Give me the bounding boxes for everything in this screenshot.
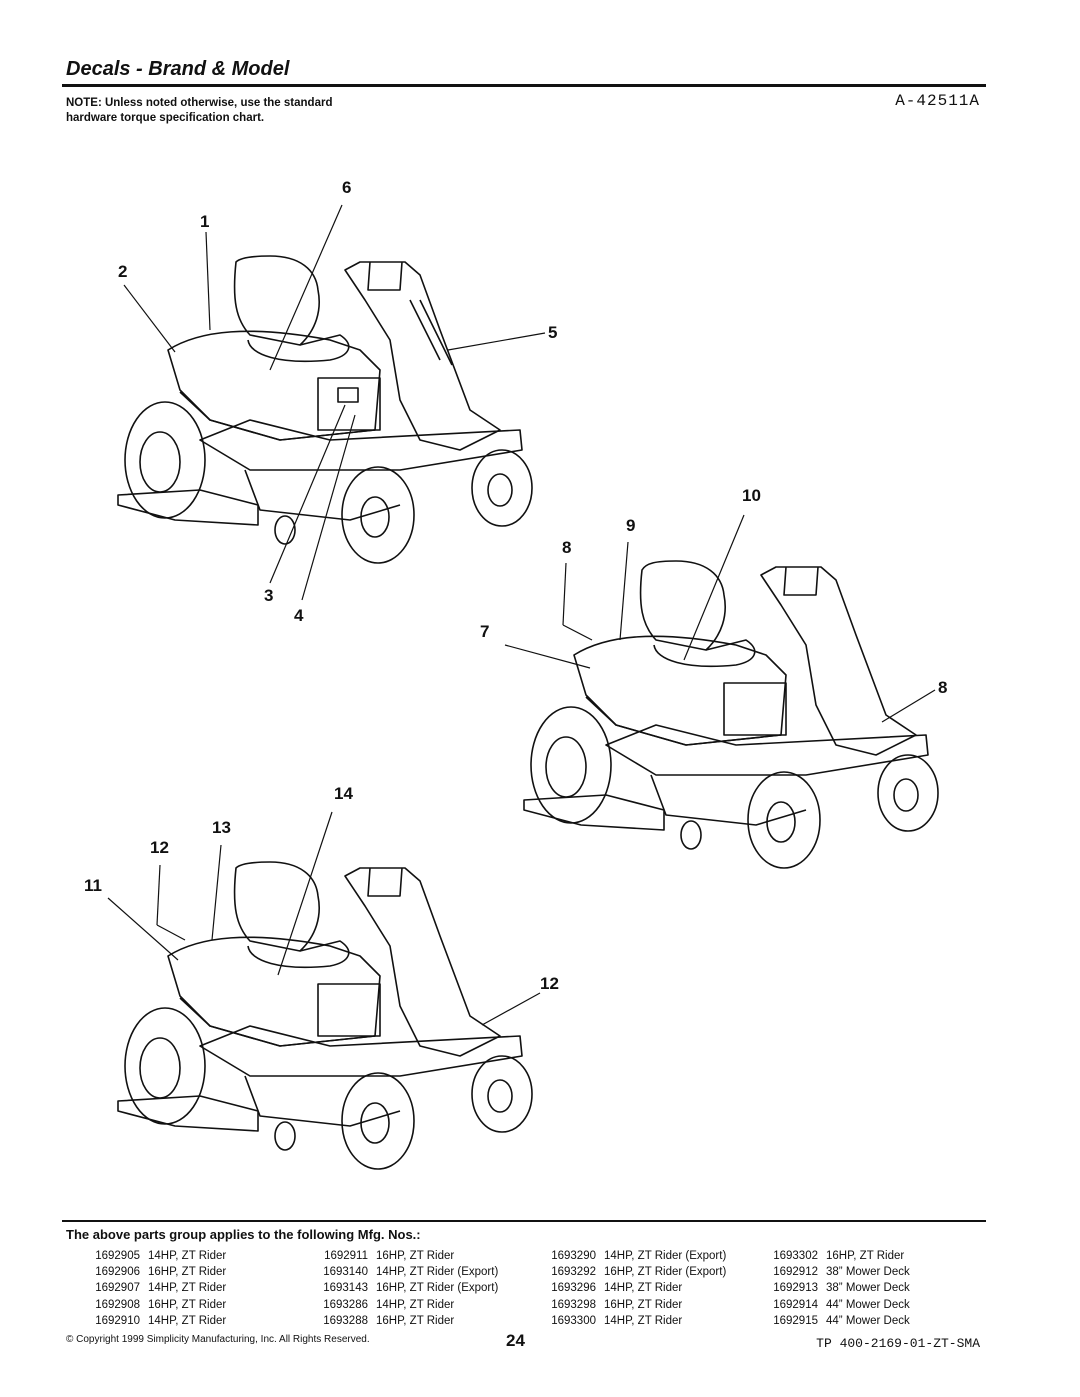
model-description: 14HP, ZT Rider — [148, 1250, 227, 1262]
mfg-number: 1692912 — [773, 1266, 818, 1279]
table-row: 1693300 14HP, ZT Rider — [522, 1313, 726, 1329]
model-description: 16HP, ZT Rider — [376, 1250, 455, 1262]
torque-note: NOTE: Unless noted otherwise, use the st… — [66, 97, 333, 124]
mower-illustrations — [107, 204, 939, 1170]
mfg-number: 1693143 — [323, 1282, 368, 1295]
callout-9: 9 — [626, 516, 636, 535]
parts-heading: The above parts group applies to the fol… — [66, 1227, 421, 1242]
table-row: 1693140 14HP, ZT Rider (Export) — [294, 1264, 498, 1280]
table-row: 1693143 16HP, ZT Rider (Export) — [294, 1280, 498, 1296]
callout-8-a: 8 — [562, 538, 572, 557]
mfg-number: 1693298 — [551, 1298, 596, 1311]
table-row: 1692915 44” Mower Deck — [744, 1313, 910, 1329]
callout-6: 6 — [342, 178, 352, 197]
callout-3: 3 — [264, 586, 274, 605]
table-row: 1693290 14HP, ZT Rider (Export) — [522, 1248, 726, 1264]
callout-7: 7 — [480, 622, 490, 641]
table-row: 1693302 16HP, ZT Rider — [744, 1248, 910, 1264]
model-description: 38” Mower Deck — [826, 1266, 910, 1279]
mfg-number: 1692911 — [324, 1250, 368, 1262]
mfg-number: 1693140 — [323, 1266, 368, 1279]
mfg-number: 1693286 — [323, 1298, 368, 1311]
mfg-number: 1693302 — [773, 1250, 818, 1262]
model-description: 16HP, ZT Rider — [604, 1298, 683, 1311]
table-row: 1693286 14HP, ZT Rider — [294, 1297, 498, 1313]
mfg-number: 1692915 — [773, 1314, 818, 1327]
model-description: 16HP, ZT Rider — [376, 1314, 455, 1327]
table-row: 1692907 14HP, ZT Rider — [66, 1280, 226, 1296]
mower-illustration-1 — [117, 204, 546, 601]
model-description: 16HP, ZT Rider (Export) — [376, 1282, 499, 1295]
table-row: 1692905 14HP, ZT Rider — [66, 1248, 226, 1264]
parts-column-1: 1692905 14HP, ZT Rider 1692906 16HP, ZT Ri… — [66, 1248, 226, 1329]
page-title: Decals - Brand & Model — [66, 58, 290, 80]
mower-illustration-2 — [504, 514, 939, 869]
document-reference: TP 400-2169-01-ZT-SMA — [816, 1336, 980, 1351]
model-description: 14HP, ZT Rider — [604, 1314, 683, 1327]
mfg-number: 1692910 — [95, 1314, 140, 1327]
mfg-number: 1693292 — [551, 1266, 596, 1279]
callout-11: 11 — [84, 876, 102, 895]
table-row: 1692912 38” Mower Deck — [744, 1264, 910, 1280]
model-description: 38” Mower Deck — [826, 1282, 910, 1295]
mfg-number: 1693300 — [551, 1314, 596, 1327]
model-description: 16HP, ZT Rider — [148, 1298, 227, 1311]
table-row: 1692913 38” Mower Deck — [744, 1280, 910, 1296]
table-row: 1692910 14HP, ZT Rider — [66, 1313, 226, 1329]
mfg-number: 1692914 — [773, 1298, 818, 1311]
mfg-numbers-table: 1692905 14HP, ZT Rider 1692906 16HP, ZT Ri… — [66, 1248, 990, 1330]
model-description: 44” Mower Deck — [826, 1314, 910, 1327]
figure-id: A-42511A — [895, 92, 980, 110]
mfg-number: 1692905 — [95, 1250, 140, 1262]
parts-column-2: 1692911 16HP, ZT Rider 1693140 14HP, ZT Ri… — [294, 1248, 498, 1329]
table-row: 1693296 14HP, ZT Rider — [522, 1280, 726, 1296]
mfg-number: 1693296 — [551, 1282, 596, 1295]
table-row: 1693292 16HP, ZT Rider (Export) — [522, 1264, 726, 1280]
model-description: 14HP, ZT Rider — [376, 1298, 455, 1311]
callout-1: 1 — [200, 212, 210, 231]
table-row: 1693288 16HP, ZT Rider — [294, 1313, 498, 1329]
callout-12-b: 12 — [540, 974, 559, 993]
callout-8-b: 8 — [938, 678, 948, 697]
table-row: 1692908 16HP, ZT Rider — [66, 1297, 226, 1313]
mfg-number: 1693288 — [323, 1314, 368, 1327]
table-row: 1692911 16HP, ZT Rider — [294, 1248, 498, 1264]
mfg-number: 1692913 — [773, 1282, 818, 1295]
model-description: 44” Mower Deck — [826, 1298, 910, 1311]
model-description: 16HP, ZT Rider (Export) — [604, 1266, 727, 1279]
model-description: 14HP, ZT Rider — [148, 1282, 227, 1295]
callout-4: 4 — [294, 606, 304, 625]
model-description: 14HP, ZT Rider — [148, 1314, 227, 1327]
mower-illustration-3 — [107, 811, 541, 1170]
callout-14: 14 — [334, 784, 353, 803]
mfg-number: 1692908 — [95, 1298, 140, 1311]
model-description: 16HP, ZT Rider — [826, 1250, 905, 1262]
model-description: 16HP, ZT Rider — [148, 1266, 227, 1279]
model-description: 14HP, ZT Rider (Export) — [604, 1250, 727, 1262]
title-rule — [62, 84, 986, 87]
model-description: 14HP, ZT Rider (Export) — [376, 1266, 499, 1279]
copyright-notice: © Copyright 1999 Simplicity Manufacturin… — [66, 1334, 370, 1345]
callout-10: 10 — [742, 486, 761, 505]
table-row: 1692906 16HP, ZT Rider — [66, 1264, 226, 1280]
callout-13: 13 — [212, 818, 231, 837]
callout-5: 5 — [548, 323, 558, 342]
parts-column-4: 1693302 16HP, ZT Rider 1692912 38” Mower D… — [744, 1248, 910, 1329]
table-row: 1692914 44” Mower Deck — [744, 1297, 910, 1313]
model-description: 14HP, ZT Rider — [604, 1282, 683, 1295]
mfg-number: 1692907 — [95, 1282, 140, 1295]
mfg-number: 1693290 — [551, 1250, 596, 1262]
callout-12-a: 12 — [150, 838, 169, 857]
mfg-number: 1692906 — [95, 1266, 140, 1279]
callout-2: 2 — [118, 262, 128, 281]
parts-rule — [62, 1220, 986, 1222]
table-row: 1693298 16HP, ZT Rider — [522, 1297, 726, 1313]
page-number: 24 — [506, 1331, 525, 1350]
